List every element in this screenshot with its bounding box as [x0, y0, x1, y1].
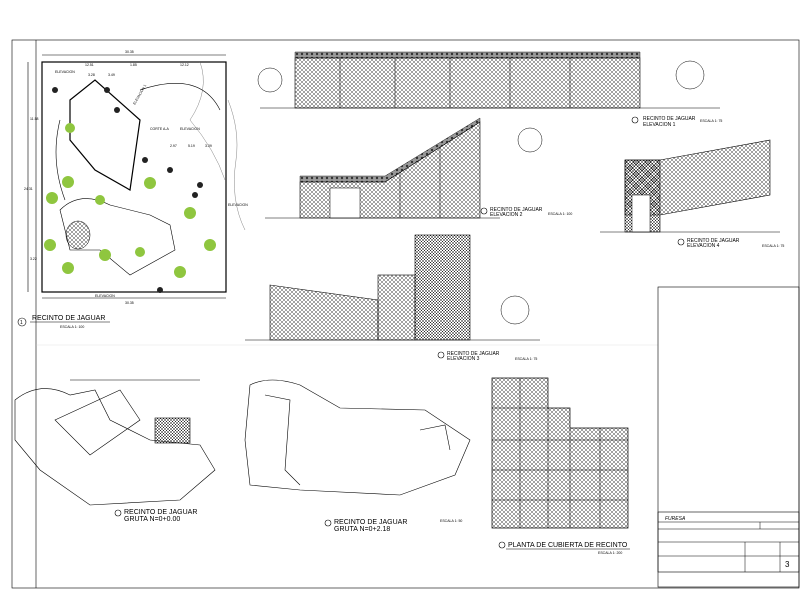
dim: 3.39 [205, 144, 212, 148]
elevation-1-subtitle: ELEVACION 1 [643, 122, 676, 128]
elevation-4: RECINTO DE JAGUAR ELEVACION 4 ESCALA 1: … [600, 139, 784, 249]
dim: 30.35 [125, 50, 134, 54]
gruta-plan-1: RECINTO DE JAGUAR GRUTA N=0+0.00 [14, 379, 216, 523]
enclosure-outline [69, 79, 141, 191]
dim: 11.58 [30, 117, 39, 121]
dim: 12.12 [180, 63, 189, 67]
elevation-2-title: RECINTO DE JAGUAR [490, 207, 543, 213]
elevation-4-subtitle: ELEVACION 4 [687, 243, 720, 249]
tree-icon [257, 67, 283, 93]
trees [44, 123, 216, 278]
elevation-marker: ELEVACION [228, 203, 248, 207]
gruta-1-title: RECINTO DE JAGUAR [124, 509, 197, 516]
elevation-4-title: RECINTO DE JAGUAR [687, 238, 740, 244]
elevation-marker: ELEVACION [180, 127, 200, 131]
plan-title: RECINTO DE JAGUAR [32, 315, 105, 322]
elevation-3-scale: ESCALA 1: 75 [515, 357, 537, 361]
elevation-3-subtitle: ELEVACION 3 [447, 356, 480, 362]
elevation-2-subtitle: ELEVACION 2 [490, 212, 523, 218]
elevation-2: RECINTO DE JAGUAR ELEVACION 2 ESCALA 1: … [265, 117, 572, 219]
elevation-1-scale: ESCALA 1: 75 [700, 119, 722, 123]
elevation-3-title: RECINTO DE JAGUAR [447, 351, 500, 357]
dim: 12.51 [85, 63, 94, 67]
dim: 30.35 [125, 301, 134, 305]
pond [65, 220, 91, 250]
elevation-1: RECINTO DE JAGUAR ELEVACION 1 ESCALA 1: … [257, 51, 722, 128]
detail-bubble [17, 317, 27, 327]
section-marker: CORTE A-A [150, 127, 169, 131]
roof-plan-title: PLANTA DE CUBIERTA DE RECINTO [508, 542, 628, 549]
gruta-plan-2: RECINTO DE JAGUAR GRUTA N=0+2.18 ESCALA … [244, 379, 471, 533]
dim: 3.22 [30, 257, 37, 261]
title-block[interactable]: FURESA 3 [657, 286, 800, 588]
sheet-number: 3 [785, 560, 790, 569]
site-plan: 30.35 12.51 1.85 12.12 3.28 3.49 30.35 1… [17, 50, 248, 329]
dim: 5.19 [188, 144, 195, 148]
elevation-2-scale: ESCALA 1: 100 [548, 212, 572, 216]
elevation-3: RECINTO DE JAGUAR ELEVACION 3 ESCALA 1: … [245, 234, 540, 362]
plan-scale: ESCALA 1: 100 [60, 325, 84, 329]
tree-icon [517, 127, 543, 153]
dim: 2.97 [170, 144, 177, 148]
shrubs [52, 87, 203, 293]
elevation-4-scale: ESCALA 1: 75 [762, 244, 784, 248]
elevation-marker: ELEVACION [55, 70, 75, 74]
roof-plan: PLANTA DE CUBIERTA DE RECINTO ESCALA 1: … [491, 377, 630, 555]
detail-number: 1 [20, 320, 23, 326]
roof-plan-scale: ESCALA 1: 200 [598, 551, 622, 555]
dim: 1.85 [130, 63, 137, 67]
dim: 3.28 [88, 73, 95, 77]
company-name: FURESA [665, 516, 686, 522]
gruta-2-title: RECINTO DE JAGUAR [334, 519, 407, 526]
gruta-2-subtitle: GRUTA N=0+2.18 [334, 526, 390, 533]
elevation-marker: ELEVACION [95, 294, 115, 298]
tree-icon [675, 60, 705, 90]
path-outline [59, 198, 176, 276]
plan-boundary [41, 61, 227, 293]
dim: 24.31 [24, 187, 33, 191]
elevation-1-title: RECINTO DE JAGUAR [643, 116, 696, 122]
elevation-marker: ELEVACION 1 [132, 84, 147, 106]
gruta-1-subtitle: GRUTA N=0+0.00 [124, 516, 180, 523]
gruta-2-scale: ESCALA 1: 50 [440, 519, 462, 523]
dim: 3.49 [108, 73, 115, 77]
tree-icon [500, 295, 530, 325]
